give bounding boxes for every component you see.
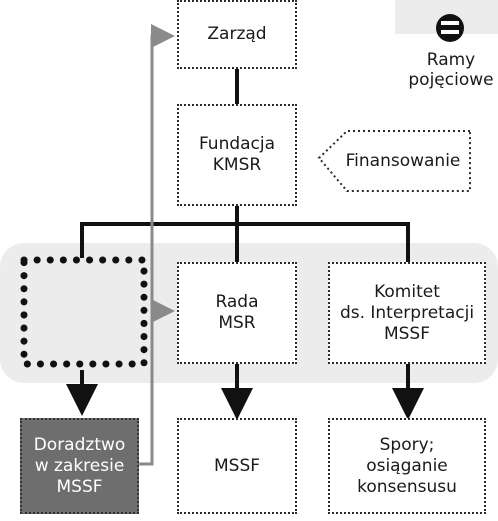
node-zarzad: Zarząd <box>177 0 297 69</box>
empty-dotted-box <box>20 256 148 368</box>
node-spory: Spory; osiąganie konsensusu <box>328 418 486 514</box>
legend-label: Ramy pojęciowe <box>408 50 494 90</box>
equals-circle-icon <box>436 14 464 42</box>
node-mssf: MSSF <box>177 418 297 514</box>
feedback-line <box>139 24 175 466</box>
node-komitet: Komitet ds. Interpretacji MSSF <box>328 262 486 364</box>
node-fundacja: Fundacja KMSR <box>177 104 297 206</box>
node-doradztwo: Doradztwo w zakresie MSSF <box>20 418 139 514</box>
finansowanie-label: Finansowanie <box>345 151 461 171</box>
node-rada: Rada MSR <box>177 262 297 364</box>
